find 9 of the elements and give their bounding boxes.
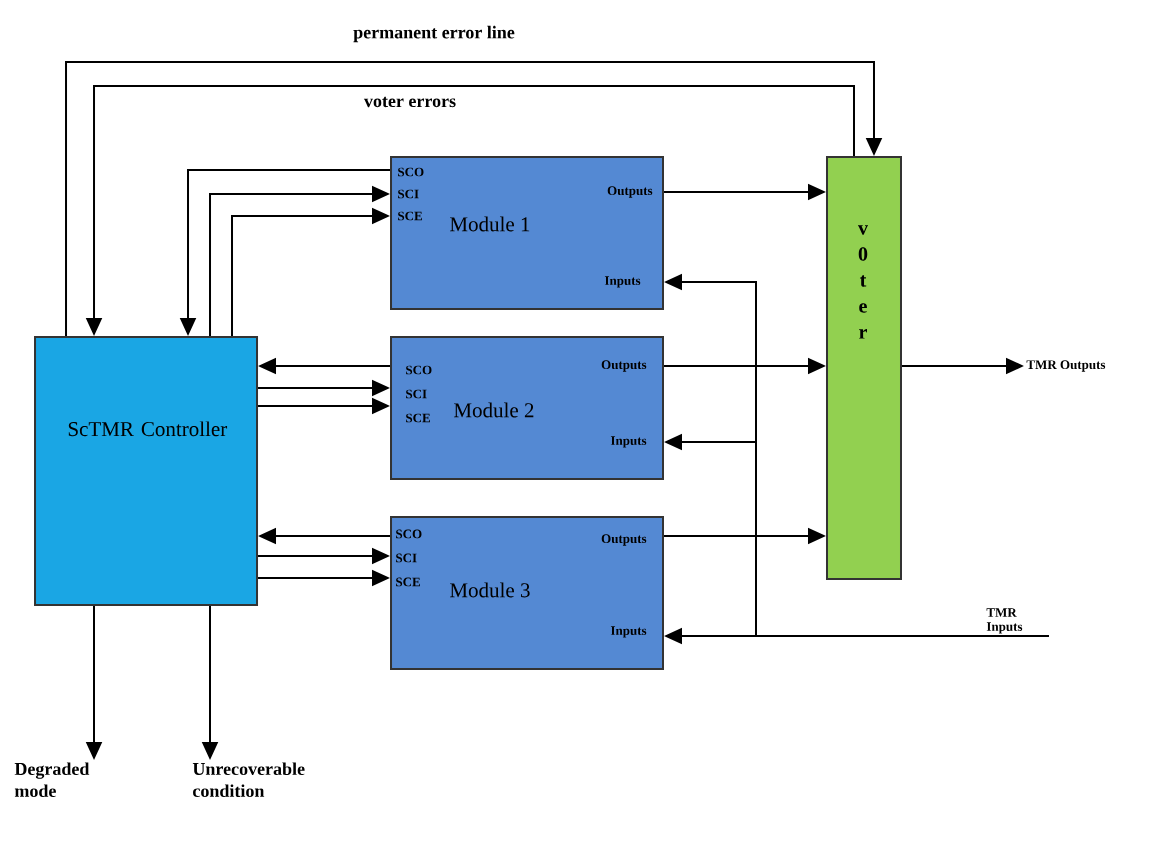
edge-label: permanent error line (353, 25, 515, 43)
module-label: Module 2 (454, 402, 534, 418)
status-label: Unrecoverable condition (192, 762, 305, 798)
module-label: Module 1 (450, 216, 530, 232)
voter-label: v 0 t e r (858, 225, 868, 339)
status-label: Degraded mode (14, 762, 90, 798)
edge-label: voter errors (363, 96, 456, 108)
controller-label: ScTMR Controller (68, 421, 228, 437)
module-label: Module 3 (450, 582, 530, 598)
